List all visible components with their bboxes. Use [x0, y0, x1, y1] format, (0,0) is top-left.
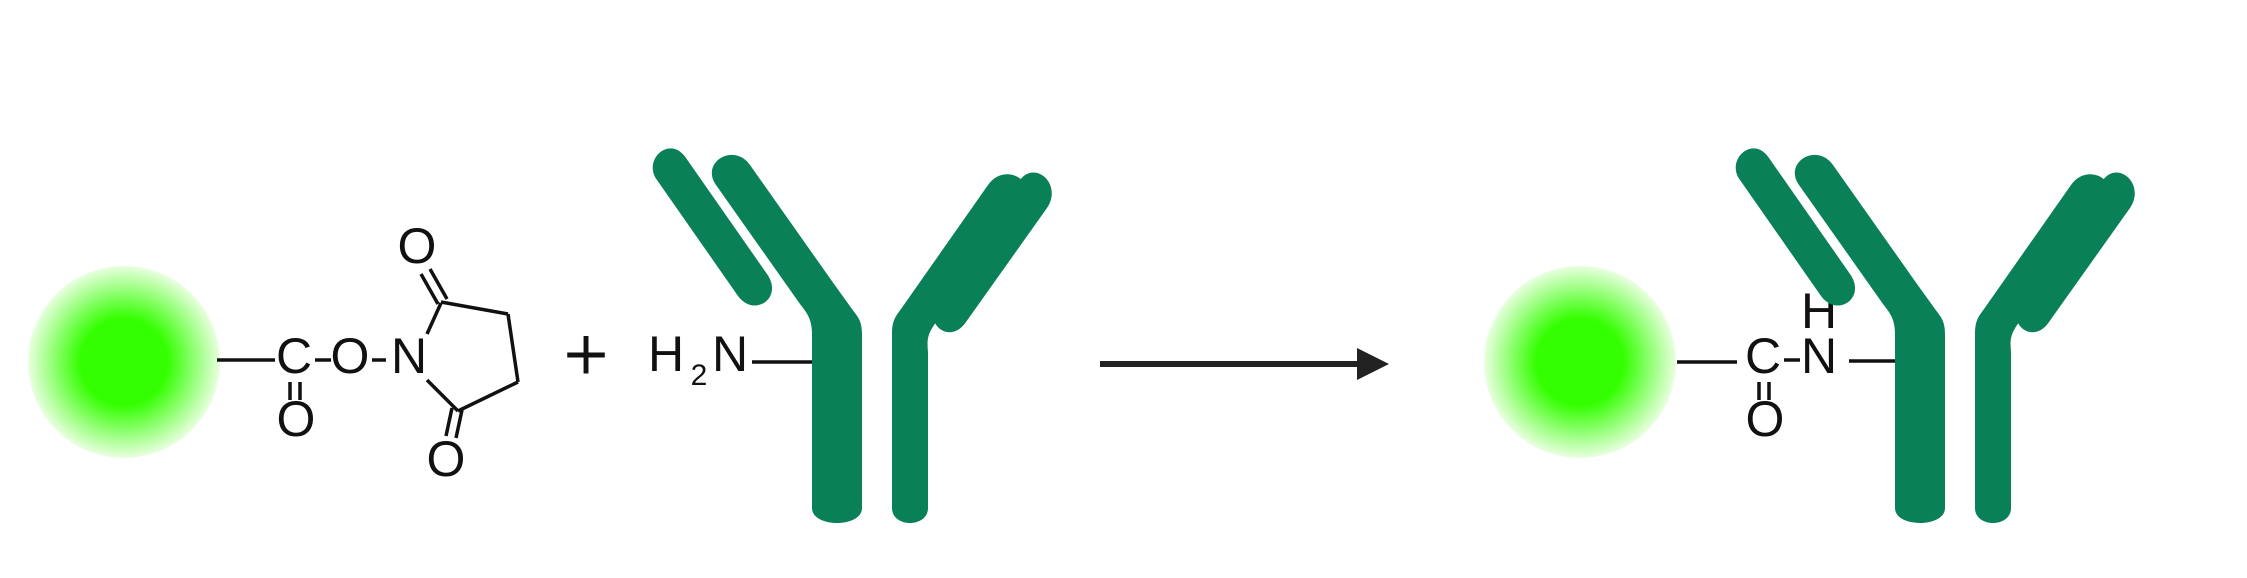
ring-bond-c4-c5 [457, 380, 519, 413]
ring-carbonyl-top-b [428, 268, 449, 300]
ring-oxygen-bottom-atom: O [427, 431, 466, 487]
amide-nitrogen-atom: N [1801, 328, 1837, 384]
imide-nitrogen-atom: N [391, 328, 427, 384]
amine-hydrogen-subscript: 2 [691, 359, 708, 392]
ester-oxygen-atom: O [331, 328, 370, 384]
ring-oxygen-top-atom: O [398, 218, 437, 274]
amide-carbon-atom: C [1745, 328, 1781, 384]
amine-nitrogen: N [712, 326, 748, 382]
ester-carbon-atom: C [276, 328, 312, 384]
plus-sign: + [561, 319, 611, 389]
ester-carbonyl-oxygen-atom: O [277, 391, 316, 447]
reaction-arrow-head [1357, 348, 1389, 380]
ring-carbonyl-bottom-a [444, 407, 454, 437]
ring-bond-c5-n [425, 378, 460, 413]
amine-hydrogen: H [648, 326, 684, 382]
ring-carbonyl-top-a [419, 273, 440, 305]
amide-carbonyl-oxygen-atom: O [1746, 391, 1785, 447]
antibody-right [1735, 148, 2135, 523]
bead-left [28, 266, 220, 458]
ring-bond-n-c2 [425, 302, 443, 335]
ring-bond-c2-c3 [440, 300, 509, 316]
ring-bond-c3-c4 [506, 313, 520, 383]
bead-right [1484, 266, 1676, 458]
ring-carbonyl-bottom-b [454, 409, 464, 439]
